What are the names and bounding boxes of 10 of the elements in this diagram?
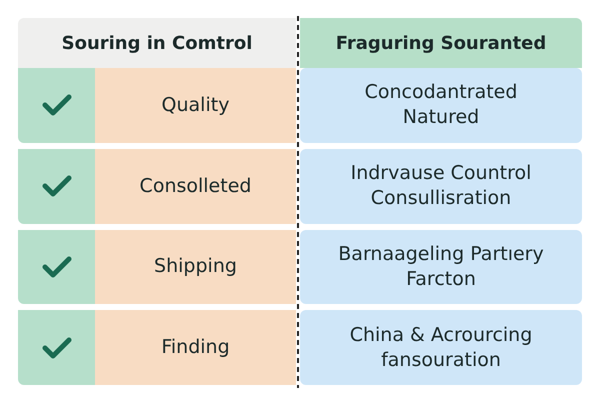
cell-text: Concodantrated Natured — [364, 80, 518, 130]
cell-text: Barnaageling Partıery Farcton — [337, 242, 545, 292]
column-header: Fraguring Souranted — [336, 32, 546, 56]
column-header: Souring in Comtrol — [62, 32, 252, 56]
cell-text: Consolleted — [140, 174, 252, 199]
cell-text: Quality — [162, 92, 230, 118]
cell-text: China & Acrourcing fansouration — [348, 322, 534, 373]
cell-text: Indrvause Countrol Consullisration — [350, 161, 532, 212]
cell-text: Shipping — [154, 254, 237, 280]
cell-text: Finding — [161, 335, 230, 360]
